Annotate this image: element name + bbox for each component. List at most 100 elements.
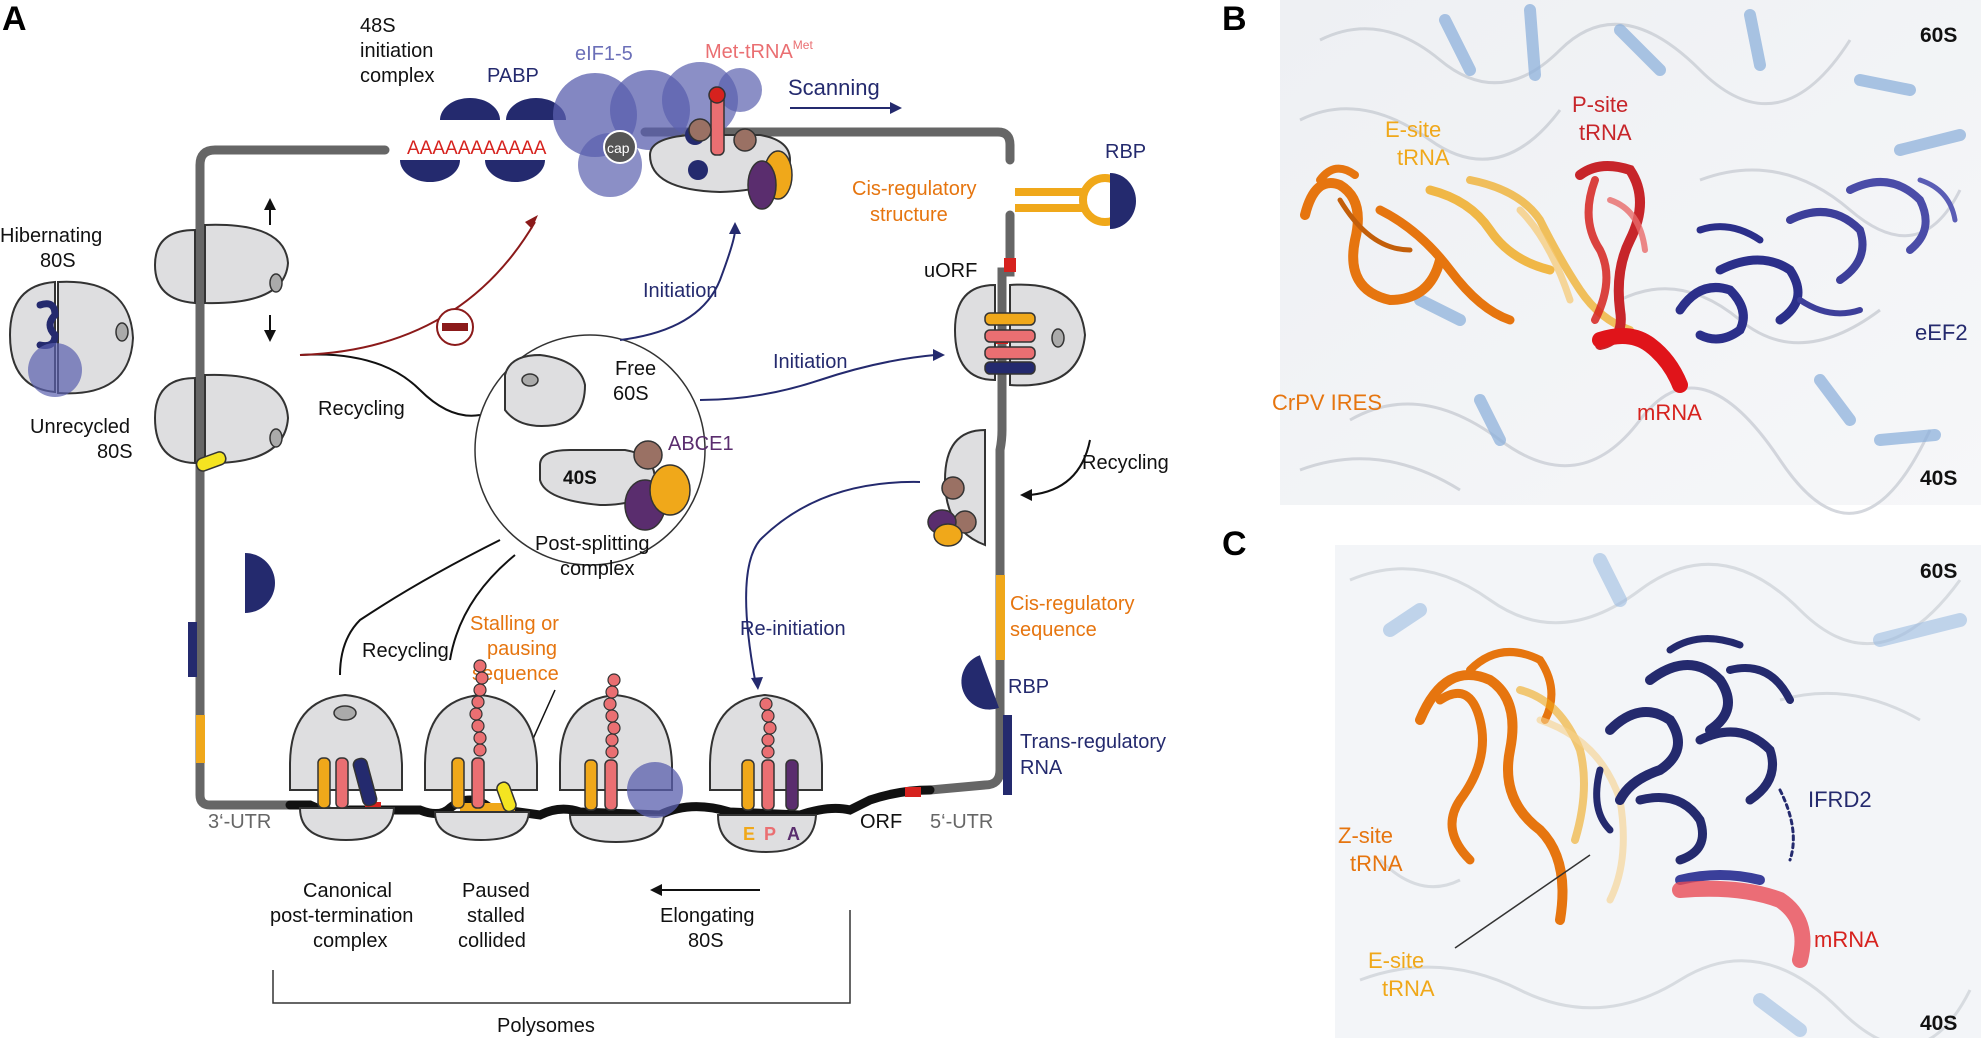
- recycling-bottom-label: Recycling: [362, 640, 449, 662]
- panel-b-blue-helices: [1414, 4, 1966, 446]
- elongating-40s: [716, 814, 818, 854]
- initiation-arrowhead-1: [729, 222, 741, 234]
- free-60s-shape: [504, 353, 587, 427]
- paused-line1: Paused: [462, 880, 530, 902]
- rbp-left-shape: [245, 553, 275, 613]
- utr5-label: 5‘-UTR: [930, 811, 993, 833]
- stall-orange-mark: [460, 803, 515, 813]
- unrecycled-line1: Unrecycled: [30, 416, 130, 438]
- scan-abce1-purple: [747, 160, 777, 210]
- cis-structure-line1: Cis-regulatory: [852, 178, 976, 200]
- paused-trna-salmon: [471, 757, 485, 809]
- c-mrna-structure: [1672, 880, 1811, 968]
- upper-left-40s: [153, 228, 196, 305]
- paused-line3: collided: [458, 930, 526, 952]
- initiation-arrow-2: [699, 354, 936, 401]
- free-60s-line2: 60S: [613, 383, 649, 405]
- c-esite-pointer: [1454, 854, 1591, 949]
- trans-rna-line2: RNA: [1020, 757, 1063, 779]
- site-p: P: [764, 824, 776, 844]
- label-40s: 40S: [563, 468, 597, 489]
- canonical-line1: Canonical: [303, 880, 392, 902]
- unrecycled-exit-hole: [269, 428, 283, 448]
- stalling-line2: pausing: [487, 638, 557, 660]
- trans-rna-line1: Trans-regulatory: [1020, 731, 1166, 753]
- reinitiation-arrow: [745, 480, 921, 681]
- abce1-label: ABCE1: [668, 433, 734, 455]
- orf-red-mark-right: [905, 787, 921, 797]
- free-60s-line1: Free: [615, 358, 656, 380]
- canonical-line3: complex: [313, 930, 387, 952]
- mrna-top: [640, 127, 1015, 165]
- hibernating-bound-circle: [28, 343, 82, 397]
- canonical-40s: [298, 807, 396, 842]
- cis-sequence-line1: Cis-regulatory: [1010, 593, 1134, 615]
- elongating-trna-p: [761, 759, 775, 811]
- initiation-arrow-1: [619, 229, 736, 341]
- initiation-arrowhead-2: [933, 349, 945, 361]
- rbp-top-label: RBP: [1105, 141, 1146, 163]
- c-40s-label: 40S: [1920, 1012, 1957, 1035]
- scan-brown-2: [733, 128, 757, 152]
- recycling-bottom-curve-2: [449, 554, 516, 661]
- right-recycle-amber: [933, 523, 963, 547]
- stalling-line3: sequence: [472, 663, 559, 685]
- eef2-structure: [1675, 177, 1958, 344]
- canonical-line2: post-termination: [270, 905, 413, 927]
- panel-c: 60S 40S Z-site tRNA E-site tRNA IFRD2 mR…: [1335, 545, 1981, 1038]
- panel-label-c: C: [1222, 525, 1247, 563]
- canonical-exit-hole: [333, 705, 357, 721]
- stalling-line1: Stalling or: [470, 613, 559, 635]
- elongating-line1: Elongating: [660, 905, 755, 927]
- reinitiation-label: Re-initiation: [740, 618, 846, 640]
- mrna-loop: [195, 145, 390, 810]
- uorf-label: uORF: [924, 260, 977, 282]
- initiation-2-label: Initiation: [773, 351, 848, 373]
- initiation-complex-line1: 48S: [360, 15, 396, 37]
- collided-trna-amber: [584, 759, 598, 811]
- scanning-label: Scanning: [788, 75, 880, 100]
- panel-label-a: A: [2, 0, 27, 38]
- collided-peptide: [603, 673, 621, 759]
- recycling-left-curve: [299, 353, 481, 417]
- uorf-60s: [1009, 283, 1087, 387]
- collided-40s: [568, 814, 666, 844]
- b-esite-line2: tRNA: [1397, 145, 1450, 170]
- split-arrowhead-down: [264, 330, 276, 342]
- upper-left-60s: [204, 223, 290, 305]
- recycling-right-label: Recycling: [1082, 452, 1169, 474]
- met-trna-label: Met-tRNAMet: [705, 38, 813, 63]
- paused-40s: [433, 811, 531, 842]
- panel-c-blue-helices: [1383, 553, 1967, 1037]
- unrecycled-40s: [153, 376, 196, 465]
- cis-sequence-line2: sequence: [1010, 619, 1097, 641]
- pabp-shape-3: [400, 160, 460, 182]
- c-zsite-line1: Z-site: [1338, 823, 1393, 848]
- trans-rna-bar-right: [1003, 715, 1012, 795]
- c-zsite-line2: tRNA: [1350, 851, 1403, 876]
- mrna-right: [925, 210, 1015, 795]
- b-esite-line1: E-site: [1385, 117, 1441, 142]
- met-trna-top: [708, 86, 726, 104]
- cis-structure-line2: structure: [870, 204, 948, 226]
- cap-label: cap: [607, 140, 630, 156]
- trans-rna-bar-left: [188, 622, 197, 677]
- uorf-start-mark: [1004, 258, 1016, 272]
- reinitiation-arrowhead: [751, 677, 763, 690]
- panel-c-ribosome-texture: [1349, 562, 1972, 1038]
- polya-tail: AAAAAAAAAAA: [407, 138, 547, 159]
- c-60s-label: 60S: [1920, 560, 1957, 583]
- upper-left-exit-hole: [269, 273, 283, 293]
- c-mrna-label: mRNA: [1814, 927, 1879, 952]
- rbp-right-shape: [961, 655, 999, 710]
- b-eef2-label: eEF2: [1915, 320, 1968, 345]
- b-mrna-structure: [1592, 328, 1688, 393]
- orf-strand: [285, 785, 935, 820]
- met-trna-rod: [710, 94, 725, 156]
- elongating-trna-e: [741, 759, 755, 811]
- unrecycled-60s: [204, 373, 290, 465]
- pabp-shape-4: [485, 160, 545, 182]
- rbp-right-label: RBP: [1008, 676, 1049, 698]
- b-40s-label: 40S: [1920, 467, 1957, 490]
- paused-trna-amber: [451, 757, 465, 809]
